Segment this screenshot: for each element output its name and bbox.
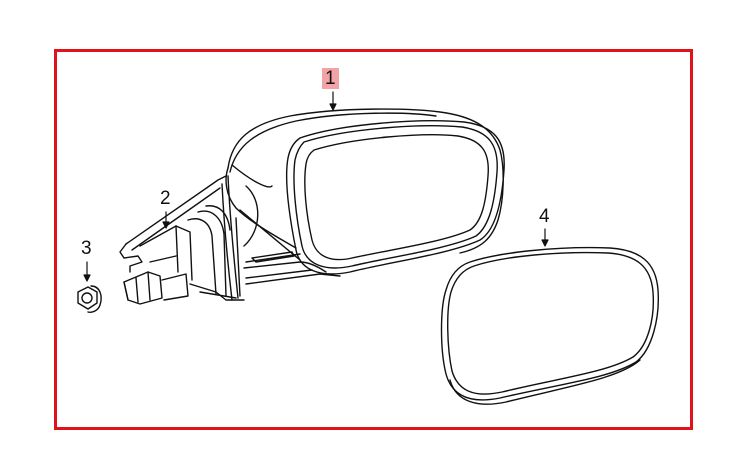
diagram-frame — [54, 49, 693, 430]
nut-part-3[interactable] — [77, 285, 102, 313]
callout-2[interactable]: 2 — [160, 188, 171, 209]
callout-arrows — [83, 91, 549, 282]
mirror-housing-part-1[interactable] — [221, 108, 505, 301]
mirror-base-part-2[interactable] — [119, 175, 245, 305]
callout-4[interactable]: 4 — [539, 206, 550, 227]
callout-3[interactable]: 3 — [81, 238, 92, 259]
callout-1[interactable]: 1 — [322, 68, 339, 89]
mirror-glass-part-4[interactable] — [440, 246, 660, 405]
